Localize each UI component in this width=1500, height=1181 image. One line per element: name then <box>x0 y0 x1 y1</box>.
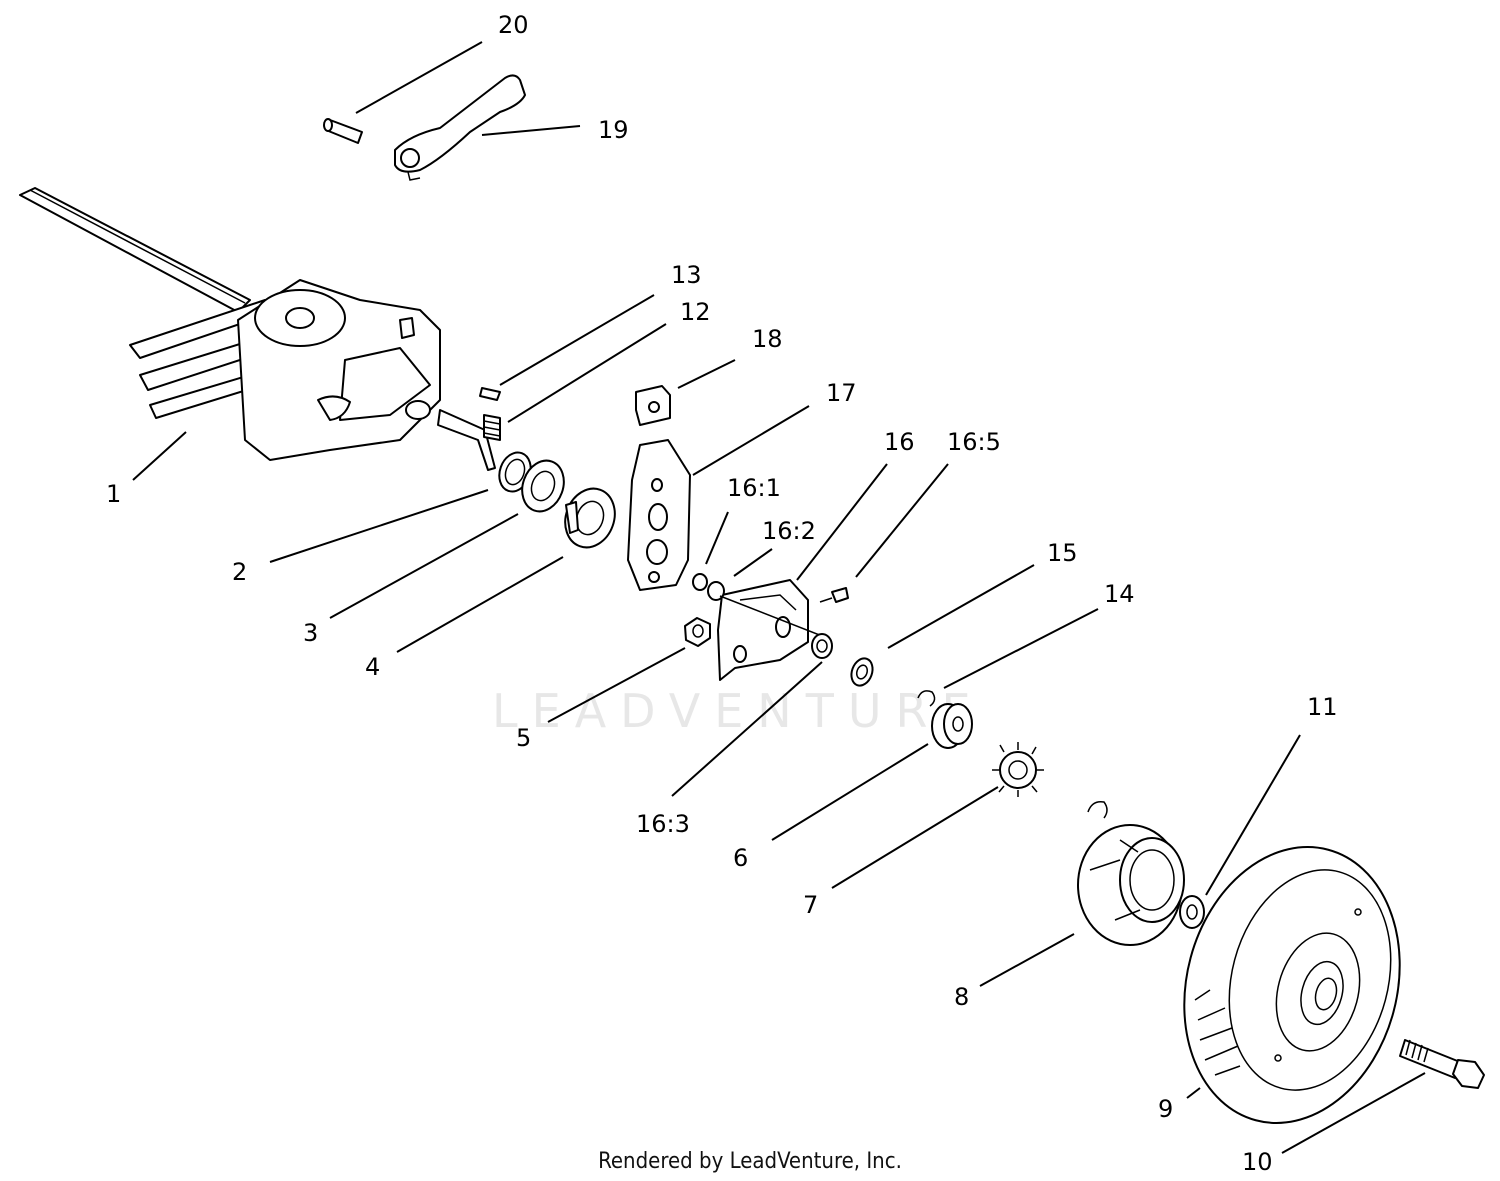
callout-16-5: 16:5 <box>947 428 1001 456</box>
callout-1: 1 <box>106 480 121 508</box>
part-13-key[interactable] <box>479 387 501 401</box>
callout-3: 3 <box>303 619 318 647</box>
part-18-clip[interactable] <box>635 385 671 426</box>
callout-20: 20 <box>498 11 529 39</box>
callout-5: 5 <box>516 724 531 752</box>
callout-13: 13 <box>671 261 702 289</box>
callout-16-2: 16:2 <box>762 517 816 545</box>
callout-17: 17 <box>826 379 857 407</box>
part-1-gearbox-assembly[interactable] <box>19 187 496 471</box>
watermark-text: LEADVENTURE <box>492 684 985 738</box>
part-8-hub[interactable] <box>1077 800 1185 946</box>
callout-8: 8 <box>954 983 969 1011</box>
part-20-pin[interactable] <box>323 118 363 144</box>
callout-10: 10 <box>1242 1148 1273 1176</box>
part-17-plate[interactable] <box>627 439 691 591</box>
part-7-gear[interactable] <box>992 742 1044 797</box>
footer-credit: Rendered by LeadVenture, Inc. <box>598 1149 902 1174</box>
callout-15: 15 <box>1047 539 1078 567</box>
part-16-2-spacer[interactable] <box>707 581 823 637</box>
part-9-wheel[interactable] <box>1154 823 1429 1148</box>
part-5-nut[interactable] <box>684 617 711 647</box>
part-16-bracket[interactable] <box>717 579 809 681</box>
callout-16-3: 16:3 <box>636 810 690 838</box>
part-14-clip[interactable] <box>917 690 936 707</box>
part-6-bushing[interactable] <box>931 703 973 749</box>
callout-4: 4 <box>365 653 380 681</box>
callout-16-1: 16:1 <box>727 474 781 502</box>
part-16-5-screw[interactable] <box>819 587 849 603</box>
callout-6: 6 <box>733 844 748 872</box>
part-3-washer[interactable] <box>515 455 570 518</box>
part-4-bushing[interactable] <box>557 482 623 555</box>
part-11-bushing[interactable] <box>1179 895 1205 929</box>
leader-lines <box>132 41 1426 1154</box>
part-12-spring[interactable] <box>483 414 501 441</box>
part-16-3-bearing[interactable] <box>811 633 833 659</box>
callout-12: 12 <box>680 298 711 326</box>
part-10-bolt[interactable] <box>1399 1039 1485 1089</box>
callout-7: 7 <box>803 891 818 919</box>
callout-16: 16 <box>884 428 915 456</box>
callout-14: 14 <box>1104 580 1135 608</box>
callout-19: 19 <box>598 116 629 144</box>
callouts: 20 19 1 2 3 4 5 6 7 8 9 10 11 12 13 14 1… <box>106 11 1338 1176</box>
part-19-lever[interactable] <box>394 74 526 181</box>
callout-2: 2 <box>232 558 247 586</box>
part-16-1-nut[interactable] <box>692 573 708 591</box>
callout-9: 9 <box>1158 1095 1173 1123</box>
part-15-washer[interactable] <box>848 655 876 688</box>
callout-11: 11 <box>1307 693 1338 721</box>
callout-18: 18 <box>752 325 783 353</box>
